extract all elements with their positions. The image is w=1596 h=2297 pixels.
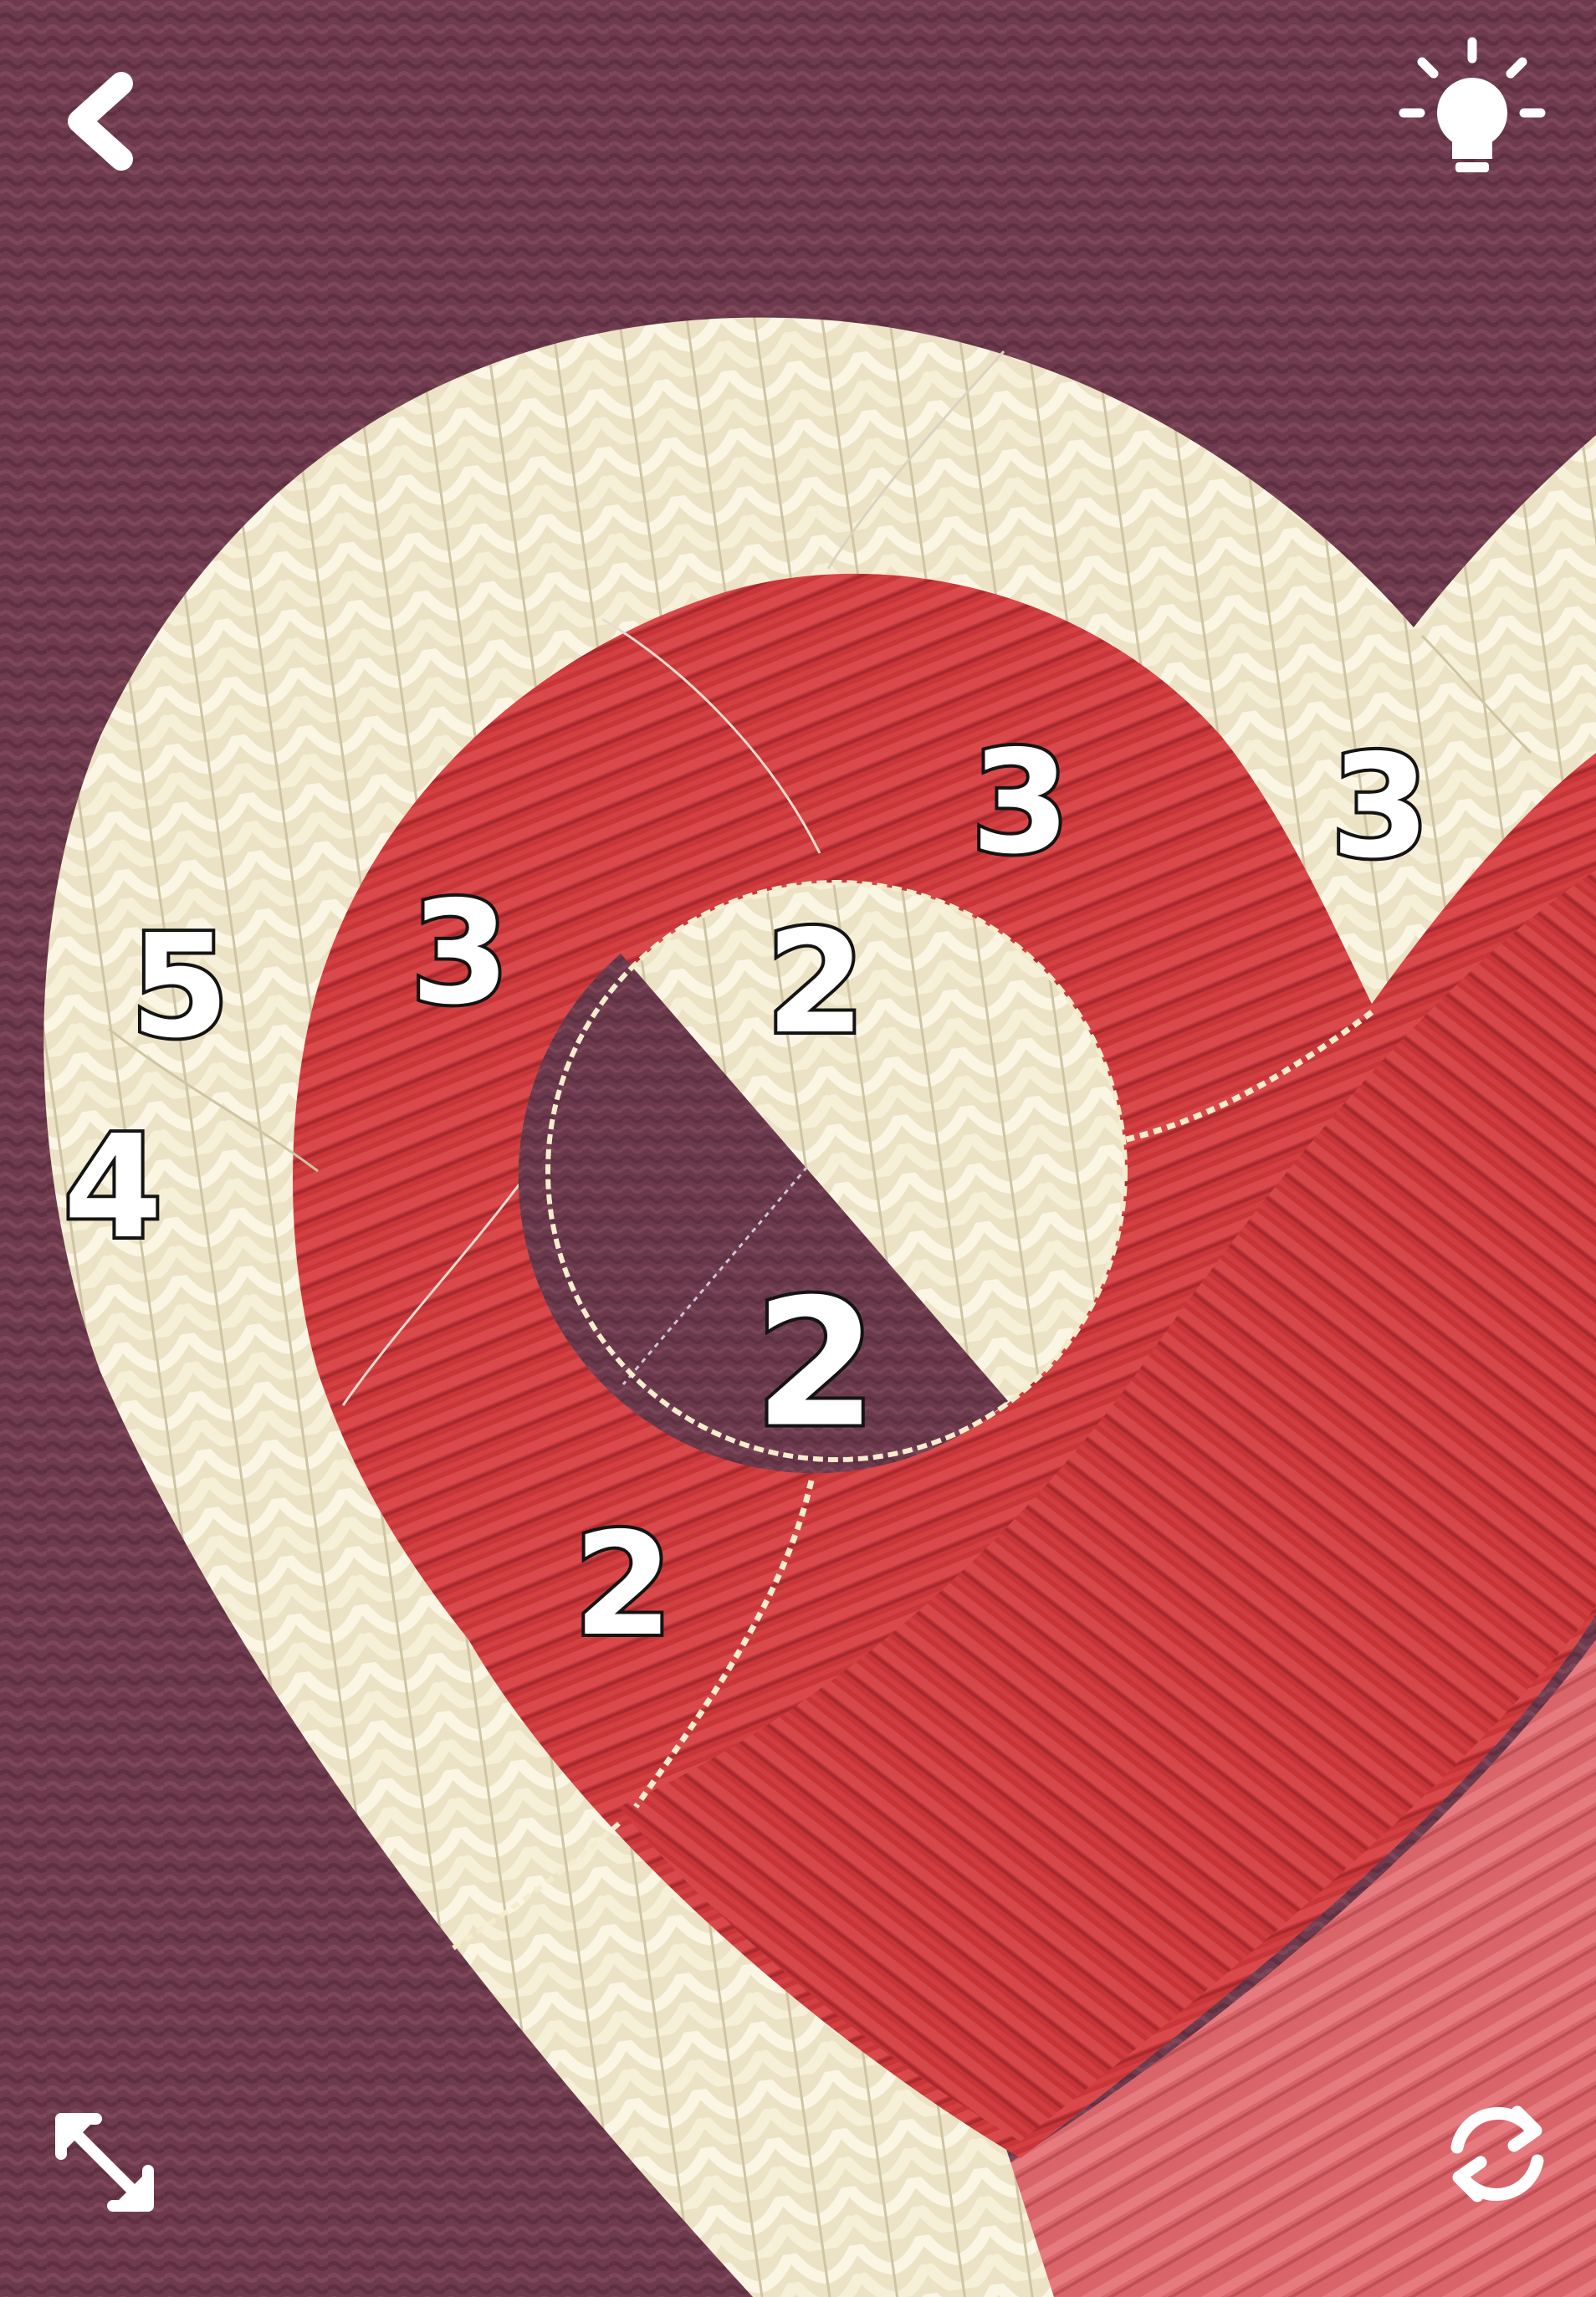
back-button[interactable] xyxy=(54,67,146,176)
region-center-purple-fill xyxy=(560,954,1008,1460)
center-seam xyxy=(622,1166,809,1385)
seam-line-6 xyxy=(341,1162,537,1406)
label-red-band-top[interactable]: 3 xyxy=(968,717,1073,889)
label-center-cream[interactable]: 2 xyxy=(763,897,868,1069)
rotate-arrows-icon xyxy=(1450,2105,1544,2202)
label-outer-ring-right[interactable]: 3 xyxy=(1327,721,1433,893)
seam-line-4 xyxy=(601,617,821,854)
seam-line-7 xyxy=(108,1027,319,1173)
expand-arrows-icon xyxy=(55,2113,154,2212)
seam-line-5 xyxy=(826,350,1005,570)
label-red-band-bottom[interactable]: 2 xyxy=(570,1499,676,1671)
region-red-diagonal[interactable] xyxy=(619,870,1596,2141)
label-outer-ring-left[interactable]: 5 xyxy=(127,901,233,1073)
lightbulb-icon xyxy=(1399,37,1546,172)
zoom-button[interactable] xyxy=(46,2104,163,2221)
reset-button[interactable] xyxy=(1435,2091,1560,2217)
label-center-purple[interactable]: 2 xyxy=(751,1258,880,1470)
label-red-band-left[interactable]: 3 xyxy=(407,867,513,1040)
seam-line-3 xyxy=(450,1821,621,1952)
label-outer-ring-lower-left[interactable]: 4 xyxy=(60,1102,166,1274)
center-circle-outline xyxy=(545,880,1128,1462)
chevron-left-icon xyxy=(68,72,133,171)
seam-line-1 xyxy=(1095,1010,1374,1149)
seam-line-8 xyxy=(1420,634,1532,755)
seam-line-2 xyxy=(633,1480,815,1809)
hint-button[interactable] xyxy=(1399,37,1546,192)
region-pink[interactable] xyxy=(1004,1640,1596,2297)
center-circle[interactable] xyxy=(518,880,1128,1474)
